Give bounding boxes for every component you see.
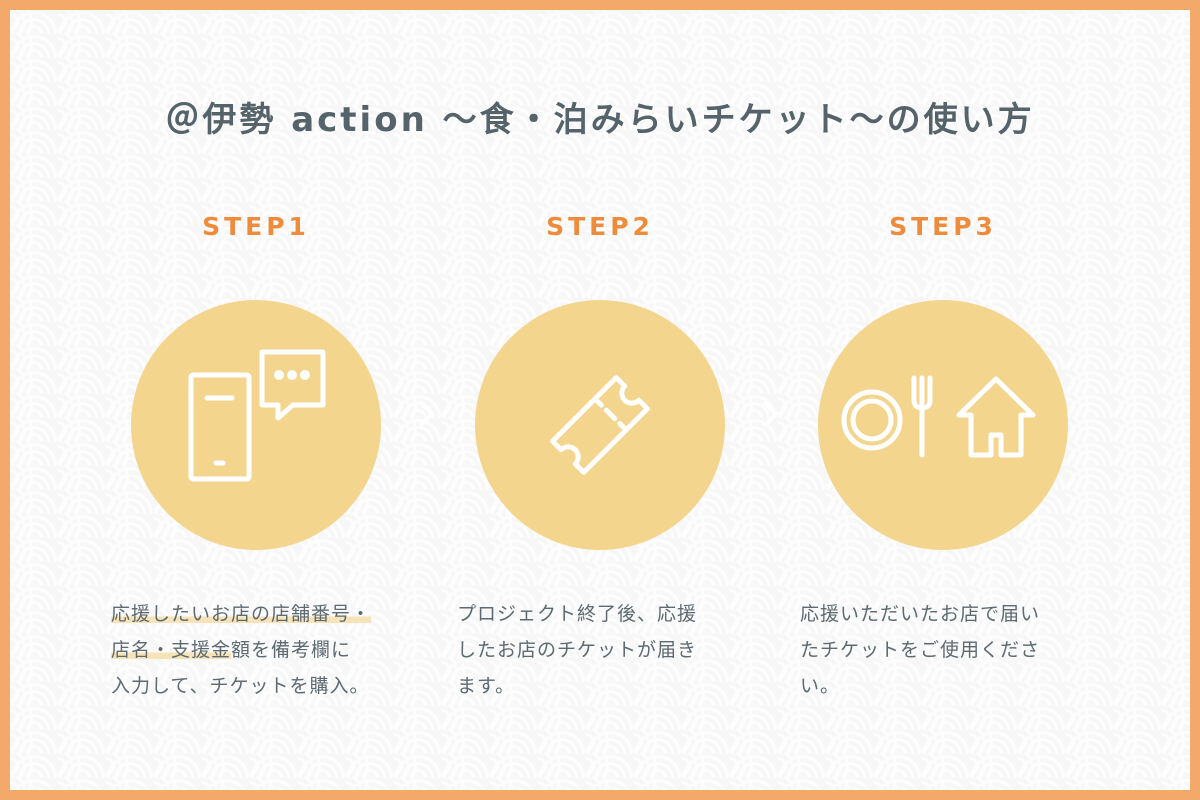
step1-desc-line3: 入力して、チケットを購入。 xyxy=(111,675,370,697)
step1-desc-line2-highlight: 店名・支援金 xyxy=(111,639,232,661)
smartphone-icon xyxy=(188,372,252,482)
house-icon xyxy=(956,376,1036,458)
step3-desc-line2: たチケットをご使用くださ xyxy=(800,639,1041,661)
step3-description: 応援いただいたお店で届い たチケットをご使用くださ い。 xyxy=(800,596,1100,704)
step3-label: STEP3 xyxy=(889,212,997,241)
step1-desc-line2-rest: 額を備考欄に xyxy=(231,639,352,661)
step3-desc-line1: 応援いただいたお店で届い xyxy=(800,603,1041,625)
step3-circle xyxy=(818,300,1068,550)
step1-label: STEP1 xyxy=(202,212,310,241)
chat-bubble-icon xyxy=(259,349,326,421)
step3-desc-line3: い。 xyxy=(800,675,841,697)
ticket-icon xyxy=(550,375,650,475)
step2-desc-line1: プロジェクト終了後、応援 xyxy=(457,603,698,625)
step2-description: プロジェクト終了後、応援 したお店のチケットが届き ます。 xyxy=(457,596,757,704)
step2-circle xyxy=(475,300,725,550)
chevron-right-icon xyxy=(418,400,435,428)
step1-description: 応援したいお店の店舗番号・ 店名・支援金額を備考欄に 入力して、チケットを購入。 xyxy=(111,596,411,704)
step2-desc-line2: したお店のチケットが届き xyxy=(457,639,698,661)
chevron-right-icon xyxy=(762,400,779,428)
plate-fork-icon xyxy=(841,375,933,458)
step2-label: STEP2 xyxy=(546,212,654,241)
step2-desc-line3: ます。 xyxy=(457,675,516,697)
page-title: ＠伊勢 action 〜食・泊みらいチケット〜の使い方 xyxy=(165,100,1035,140)
step1-circle xyxy=(131,300,381,550)
step1-desc-line1: 応援したいお店の店舗番号・ xyxy=(111,603,372,625)
